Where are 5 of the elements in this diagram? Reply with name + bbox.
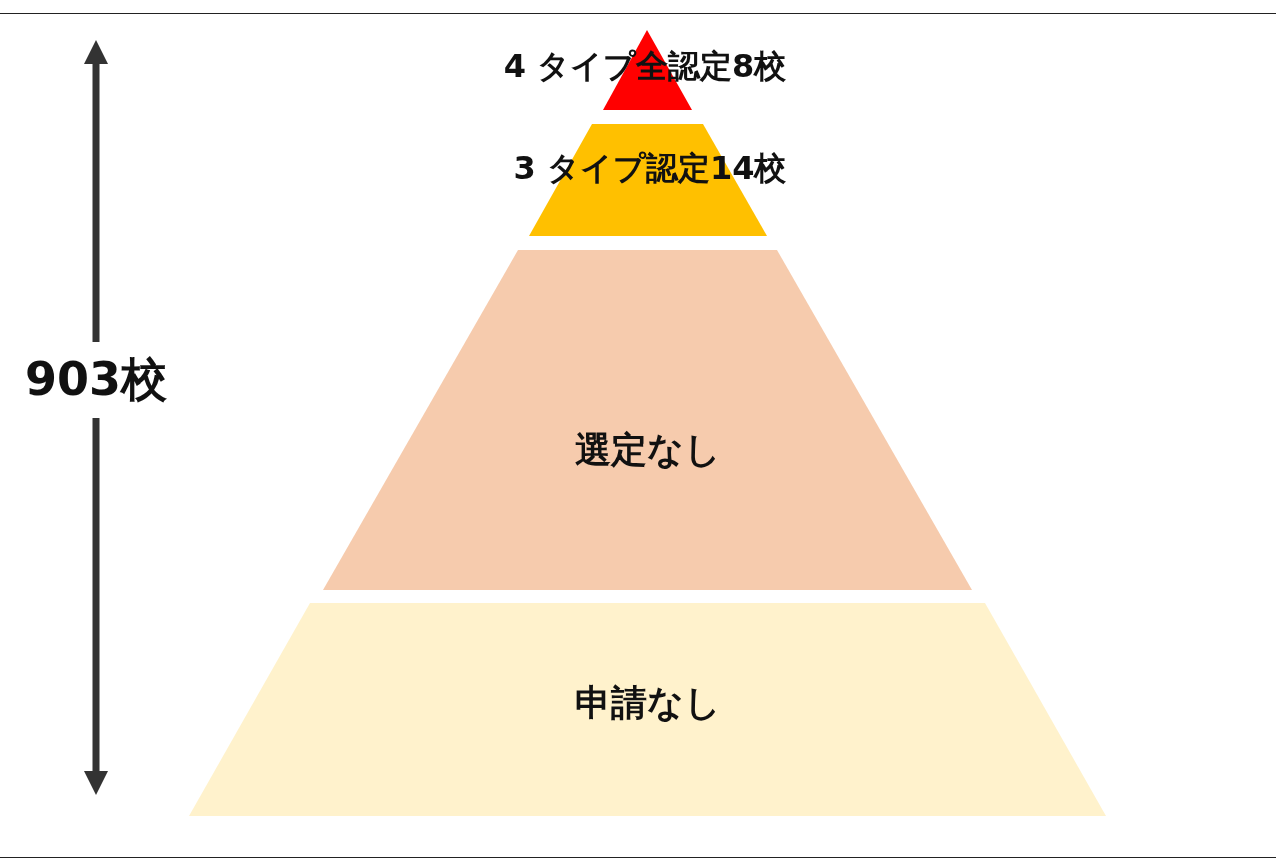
tier-label: 申請なし xyxy=(574,685,722,721)
tier-label: 選定なし xyxy=(574,432,722,468)
pyramid-tier xyxy=(188,602,1108,818)
dimension-label: 903校 xyxy=(24,356,168,402)
pyramid-tier xyxy=(322,249,974,591)
